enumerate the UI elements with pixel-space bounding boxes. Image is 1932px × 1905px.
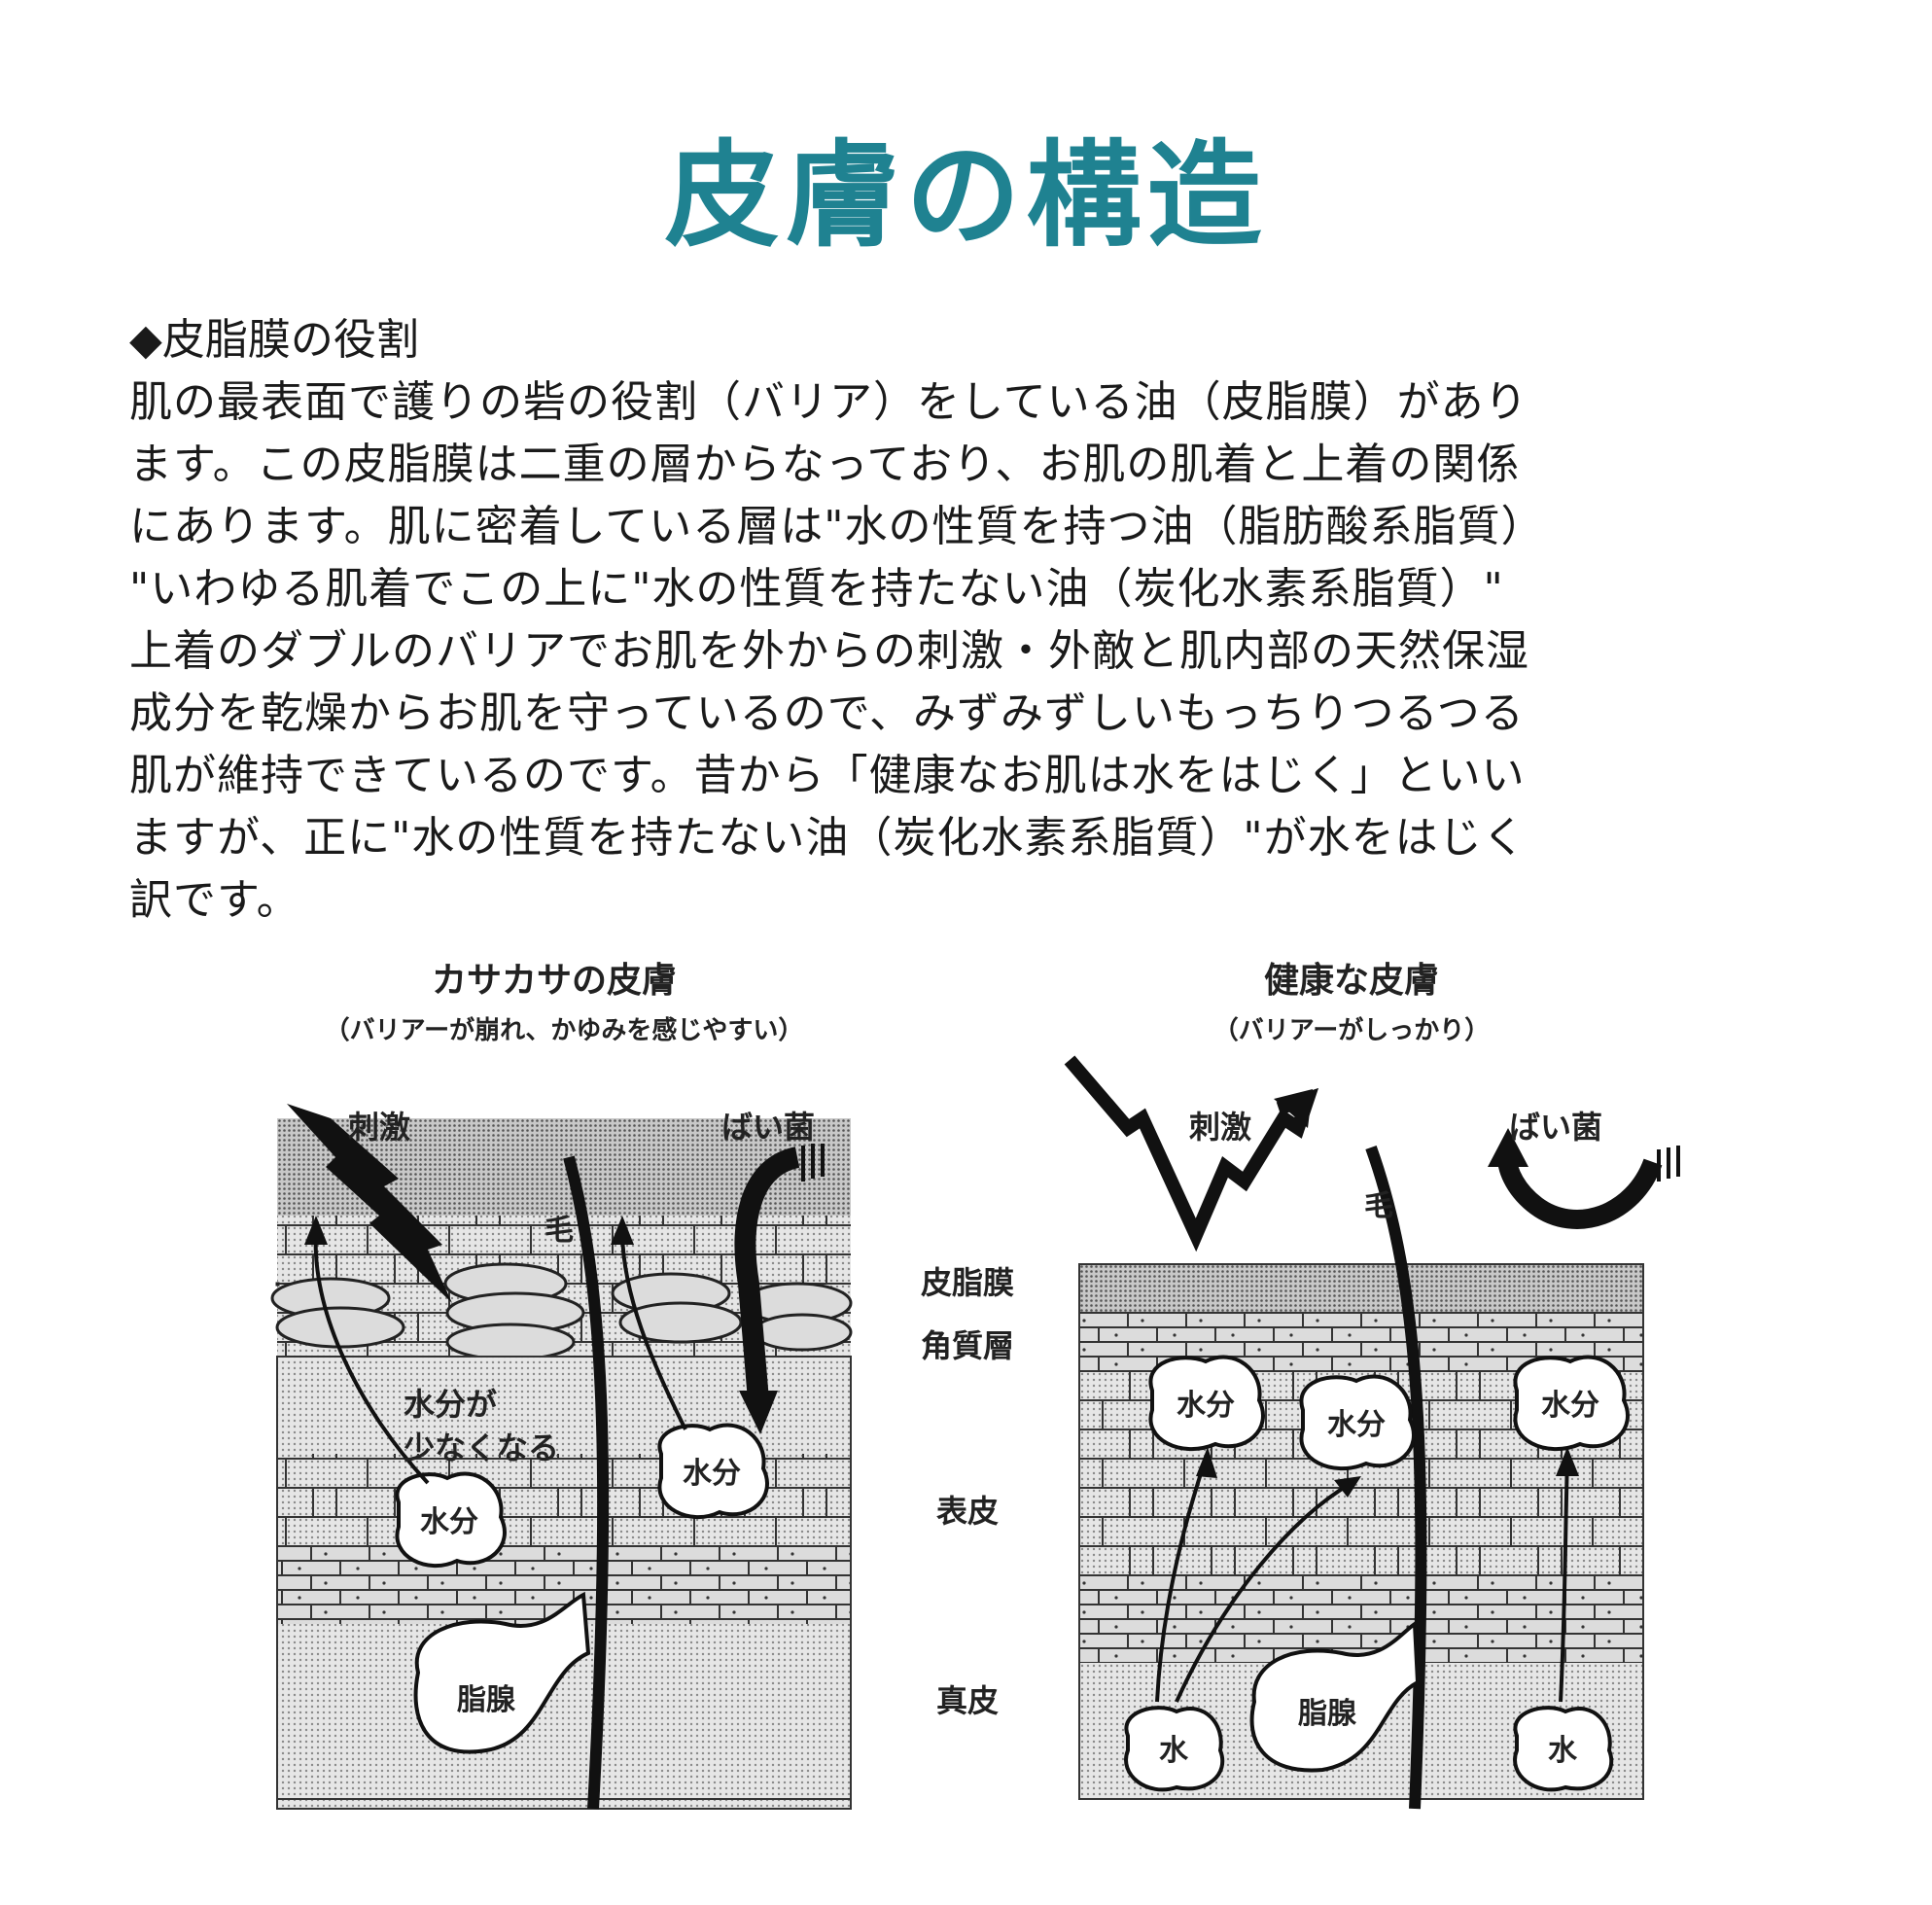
healthy-sebum-membrane <box>1078 1263 1644 1314</box>
healthy-water-arrow <box>1155 1458 1208 1703</box>
healthy-water-blob <box>1513 1706 1614 1792</box>
layer-label-sebum: 皮脂膜 <box>921 1264 1014 1301</box>
dry-moisture-blob <box>395 1471 507 1568</box>
paragraph-line: 肌が維持できているのです。昔から「健康なお肌は水をはじく」といい <box>129 751 1526 800</box>
paragraph: 肌の最表面で護りの砦の役割（バリア）をしている油（皮脂膜）があり ます。この皮脂… <box>129 371 1802 932</box>
dry-stimulus-label: 刺激 <box>348 1109 410 1146</box>
healthy-basal-layer <box>1079 1575 1643 1663</box>
layer-label-epidermis: 表皮 <box>936 1493 999 1530</box>
paragraph-line: 成分を乾燥からお肌を守っているので、みずみずしいもっちりつるつる <box>129 688 1525 738</box>
healthy-water-arrow <box>1559 1458 1569 1703</box>
healthy-bacteria-arrow <box>1497 1156 1663 1229</box>
healthy-water-blob <box>1124 1706 1225 1792</box>
healthy-stimulus-lightning <box>1064 1055 1319 1252</box>
dry-moisture-label: 水分 <box>420 1505 478 1539</box>
text-block: ◆皮脂膜の役割 肌の最表面で護りの砦の役割（バリア）をしている油（皮脂膜）があり… <box>129 309 1802 932</box>
dry-sebaceous-gland <box>413 1591 591 1754</box>
healthy-stimulus-label: 刺激 <box>1189 1109 1251 1146</box>
healthy-moisture-blob <box>1513 1355 1630 1451</box>
dry-stimulus-lightning <box>287 1104 452 1303</box>
paragraph-line: 訳です。 <box>129 875 300 925</box>
healthy-skin-subtitle: （バリアーがしっかり） <box>1213 1015 1490 1045</box>
dry-skin-title: カサカサの皮膚 <box>432 961 677 1001</box>
dry-moisture-decrease-label: 水分が <box>404 1386 497 1423</box>
paragraph-line: 肌の最表面で護りの砦の役割（バリア）をしている油（皮脂膜）があり <box>129 377 1528 427</box>
paragraph-line: ます。この皮脂膜は二重の層からなっており、お肌の肌着と上着の関係 <box>129 440 1521 489</box>
healthy-skin-title: 健康な皮膚 <box>1264 960 1439 1001</box>
healthy-hair-label: 毛 <box>1364 1189 1393 1223</box>
paragraph-line: ますが、正に"水の性質を持たない油（炭化水素系脂質）"が水をはじく <box>129 813 1527 863</box>
healthy-gland-label: 脂腺 <box>1298 1697 1357 1731</box>
healthy-sebaceous-gland <box>1249 1620 1421 1773</box>
section-heading: ◆皮脂膜の役割 <box>129 315 419 365</box>
dry-bacteria-label: ばい菌 <box>721 1109 815 1146</box>
dry-gland-label: 脂腺 <box>457 1683 516 1717</box>
dry-moisture-blob <box>657 1423 769 1519</box>
dry-moisture-decrease-label: 少なくなる <box>404 1429 559 1466</box>
dry-bacteria-arrow <box>734 1147 800 1401</box>
healthy-moisture-blob <box>1148 1355 1265 1451</box>
healthy-moisture-blob <box>1299 1374 1416 1470</box>
healthy-bacteria-label: ばい菌 <box>1509 1109 1602 1146</box>
layer-label-dermis: 真皮 <box>936 1682 999 1719</box>
healthy-moisture-label: 水分 <box>1327 1408 1386 1442</box>
healthy-water-label: 水 <box>1548 1734 1578 1768</box>
page-title: 皮膚の構造 <box>664 128 1268 263</box>
healthy-water-label: 水 <box>1159 1734 1189 1768</box>
dry-flaking-scales <box>270 1262 853 1361</box>
healthy-moisture-label: 水分 <box>1177 1389 1235 1423</box>
paragraph-line: 上着のダブルのバリアでお肌を外からの刺激・外敵と肌内部の天然保湿 <box>129 626 1529 676</box>
dry-hair <box>563 1155 610 1810</box>
dry-moisture-label: 水分 <box>683 1457 741 1491</box>
layer-label-corneum: 角質層 <box>921 1327 1014 1364</box>
dry-skin-subtitle: （バリアーが崩れ、かゆみを感じやすい） <box>325 1015 804 1045</box>
paragraph-line: "いわゆる肌着でこの上に"水の性質を持たない油（炭化水素系脂質）" <box>129 564 1504 614</box>
dry-moisture-escape-arrow <box>620 1229 687 1430</box>
dry-hair-label: 毛 <box>544 1214 574 1248</box>
paragraph-line: にあります。肌に密着している層は"水の性質を持つ油（脂肪酸系脂質） <box>129 502 1545 551</box>
dry-moisture-escape-arrow <box>313 1229 430 1485</box>
healthy-moisture-label: 水分 <box>1541 1389 1599 1423</box>
healthy-hair <box>1365 1145 1427 1810</box>
healthy-water-arrow <box>1175 1481 1353 1703</box>
